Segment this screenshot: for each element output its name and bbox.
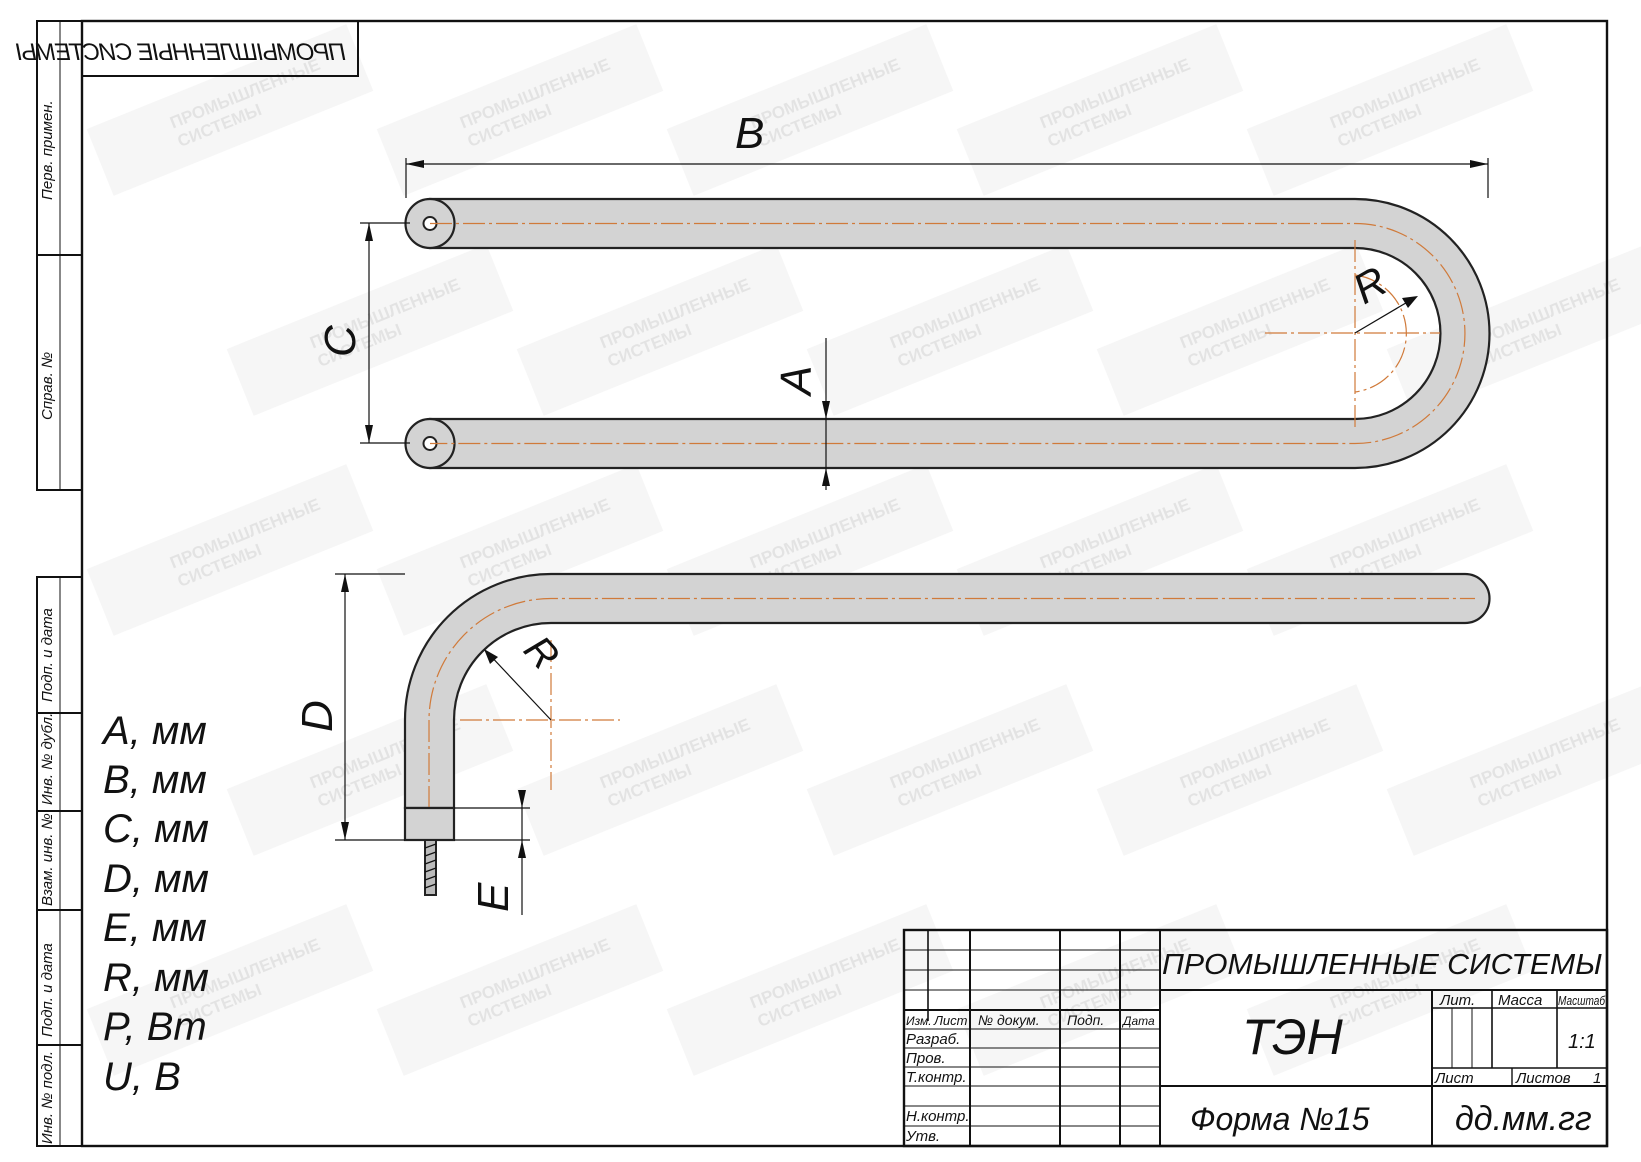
dim-b-arrow-right	[1470, 160, 1488, 168]
title-block	[902, 928, 1609, 1148]
label-lit: Лит.	[1439, 992, 1475, 1009]
l-tube-body	[403, 572, 1491, 810]
radius-line-bottom	[485, 650, 552, 721]
row-nkontr: Н.контр.	[906, 1108, 970, 1125]
title-form: Форма №15	[1190, 1101, 1370, 1137]
dim-label-c: C	[316, 324, 365, 357]
dim-d-arrow-bottom	[341, 822, 349, 840]
col-list: Лист	[933, 1013, 968, 1028]
col-data: Дата	[1121, 1014, 1155, 1028]
value-sheets: 1	[1593, 1070, 1601, 1087]
mirrored-stamp-text: ПРОМЫШЛЕННЫЕ СИСТЕМЫ	[16, 39, 346, 66]
mirrored-stamp-box	[81, 20, 359, 77]
param-r: R, мм	[103, 956, 209, 1000]
title-company: ПРОМЫШЛЕННЫЕ СИСТЕМЫ	[1162, 949, 1602, 981]
tube-terminal-pin	[424, 839, 437, 896]
row-tkontr: Т.контр.	[906, 1069, 967, 1086]
dim-a-arrow-bottom	[822, 468, 830, 486]
param-p: P, Вт	[103, 1005, 207, 1049]
margin-label-perv-primen: Перв. примен.	[39, 100, 56, 200]
label-sheet: Лист	[1434, 1070, 1474, 1087]
title-product: ТЭН	[1242, 1009, 1344, 1065]
dim-c-arrow-top	[365, 223, 373, 241]
pin-thread	[424, 843, 437, 889]
margin-label-podp-data-top: Подп. и дата	[39, 608, 56, 702]
margin-label-podp-data-bottom: Подп. и дата	[39, 943, 56, 1037]
margin-label-vzam-inv: Взам. инв. №	[39, 813, 56, 906]
dim-d-arrow-top	[341, 574, 349, 592]
dim-c-arrow-bottom	[365, 425, 373, 443]
u-tube-body	[428, 197, 1491, 470]
u-tube-axis	[430, 222, 1466, 445]
col-izm: Изм.	[906, 1014, 932, 1028]
dim-e-arrow-bottom	[518, 840, 526, 858]
l-tube-axis	[428, 597, 1475, 808]
title-code: дд.мм.гг	[1455, 1100, 1592, 1138]
dim-label-a: A	[772, 366, 821, 398]
label-scale: Масштаб	[1558, 993, 1606, 1008]
value-scale: 1:1	[1568, 1031, 1596, 1053]
margin-label-inv-podl: Инв. № подл.	[39, 1051, 56, 1144]
dim-label-d: D	[293, 700, 342, 732]
param-u: U, В	[103, 1055, 181, 1099]
row-razrab: Разраб.	[906, 1031, 960, 1048]
margin-label-inv-dubl: Инв. № дубл.	[39, 713, 56, 805]
label-sheets: Листов	[1515, 1070, 1571, 1087]
radius-arrow-bottom	[484, 649, 498, 664]
row-prov: Пров.	[906, 1050, 946, 1067]
param-e: E, мм	[103, 906, 207, 950]
param-a: A, мм	[101, 709, 207, 753]
dim-label-b: B	[735, 109, 764, 158]
dim-label-r-bottom: R	[515, 628, 567, 679]
dim-e-arrow-top	[518, 790, 526, 808]
tube-terminal-sleeve	[403, 806, 456, 842]
param-d: D, мм	[103, 857, 209, 901]
radius-arrow-top	[1402, 296, 1418, 308]
col-podp: Подп.	[1067, 1012, 1104, 1028]
dim-a-arrow-top	[822, 401, 830, 419]
param-c: C, мм	[103, 807, 209, 851]
param-b: B, мм	[103, 758, 207, 802]
dim-b-arrow-left	[406, 160, 424, 168]
dim-label-e: E	[469, 882, 518, 912]
label-mass: Масса	[1498, 992, 1542, 1009]
col-dokum: № докум.	[978, 1012, 1040, 1028]
margin-label-sprav-no: Справ. №	[39, 352, 56, 420]
row-utv: Утв.	[905, 1128, 940, 1145]
